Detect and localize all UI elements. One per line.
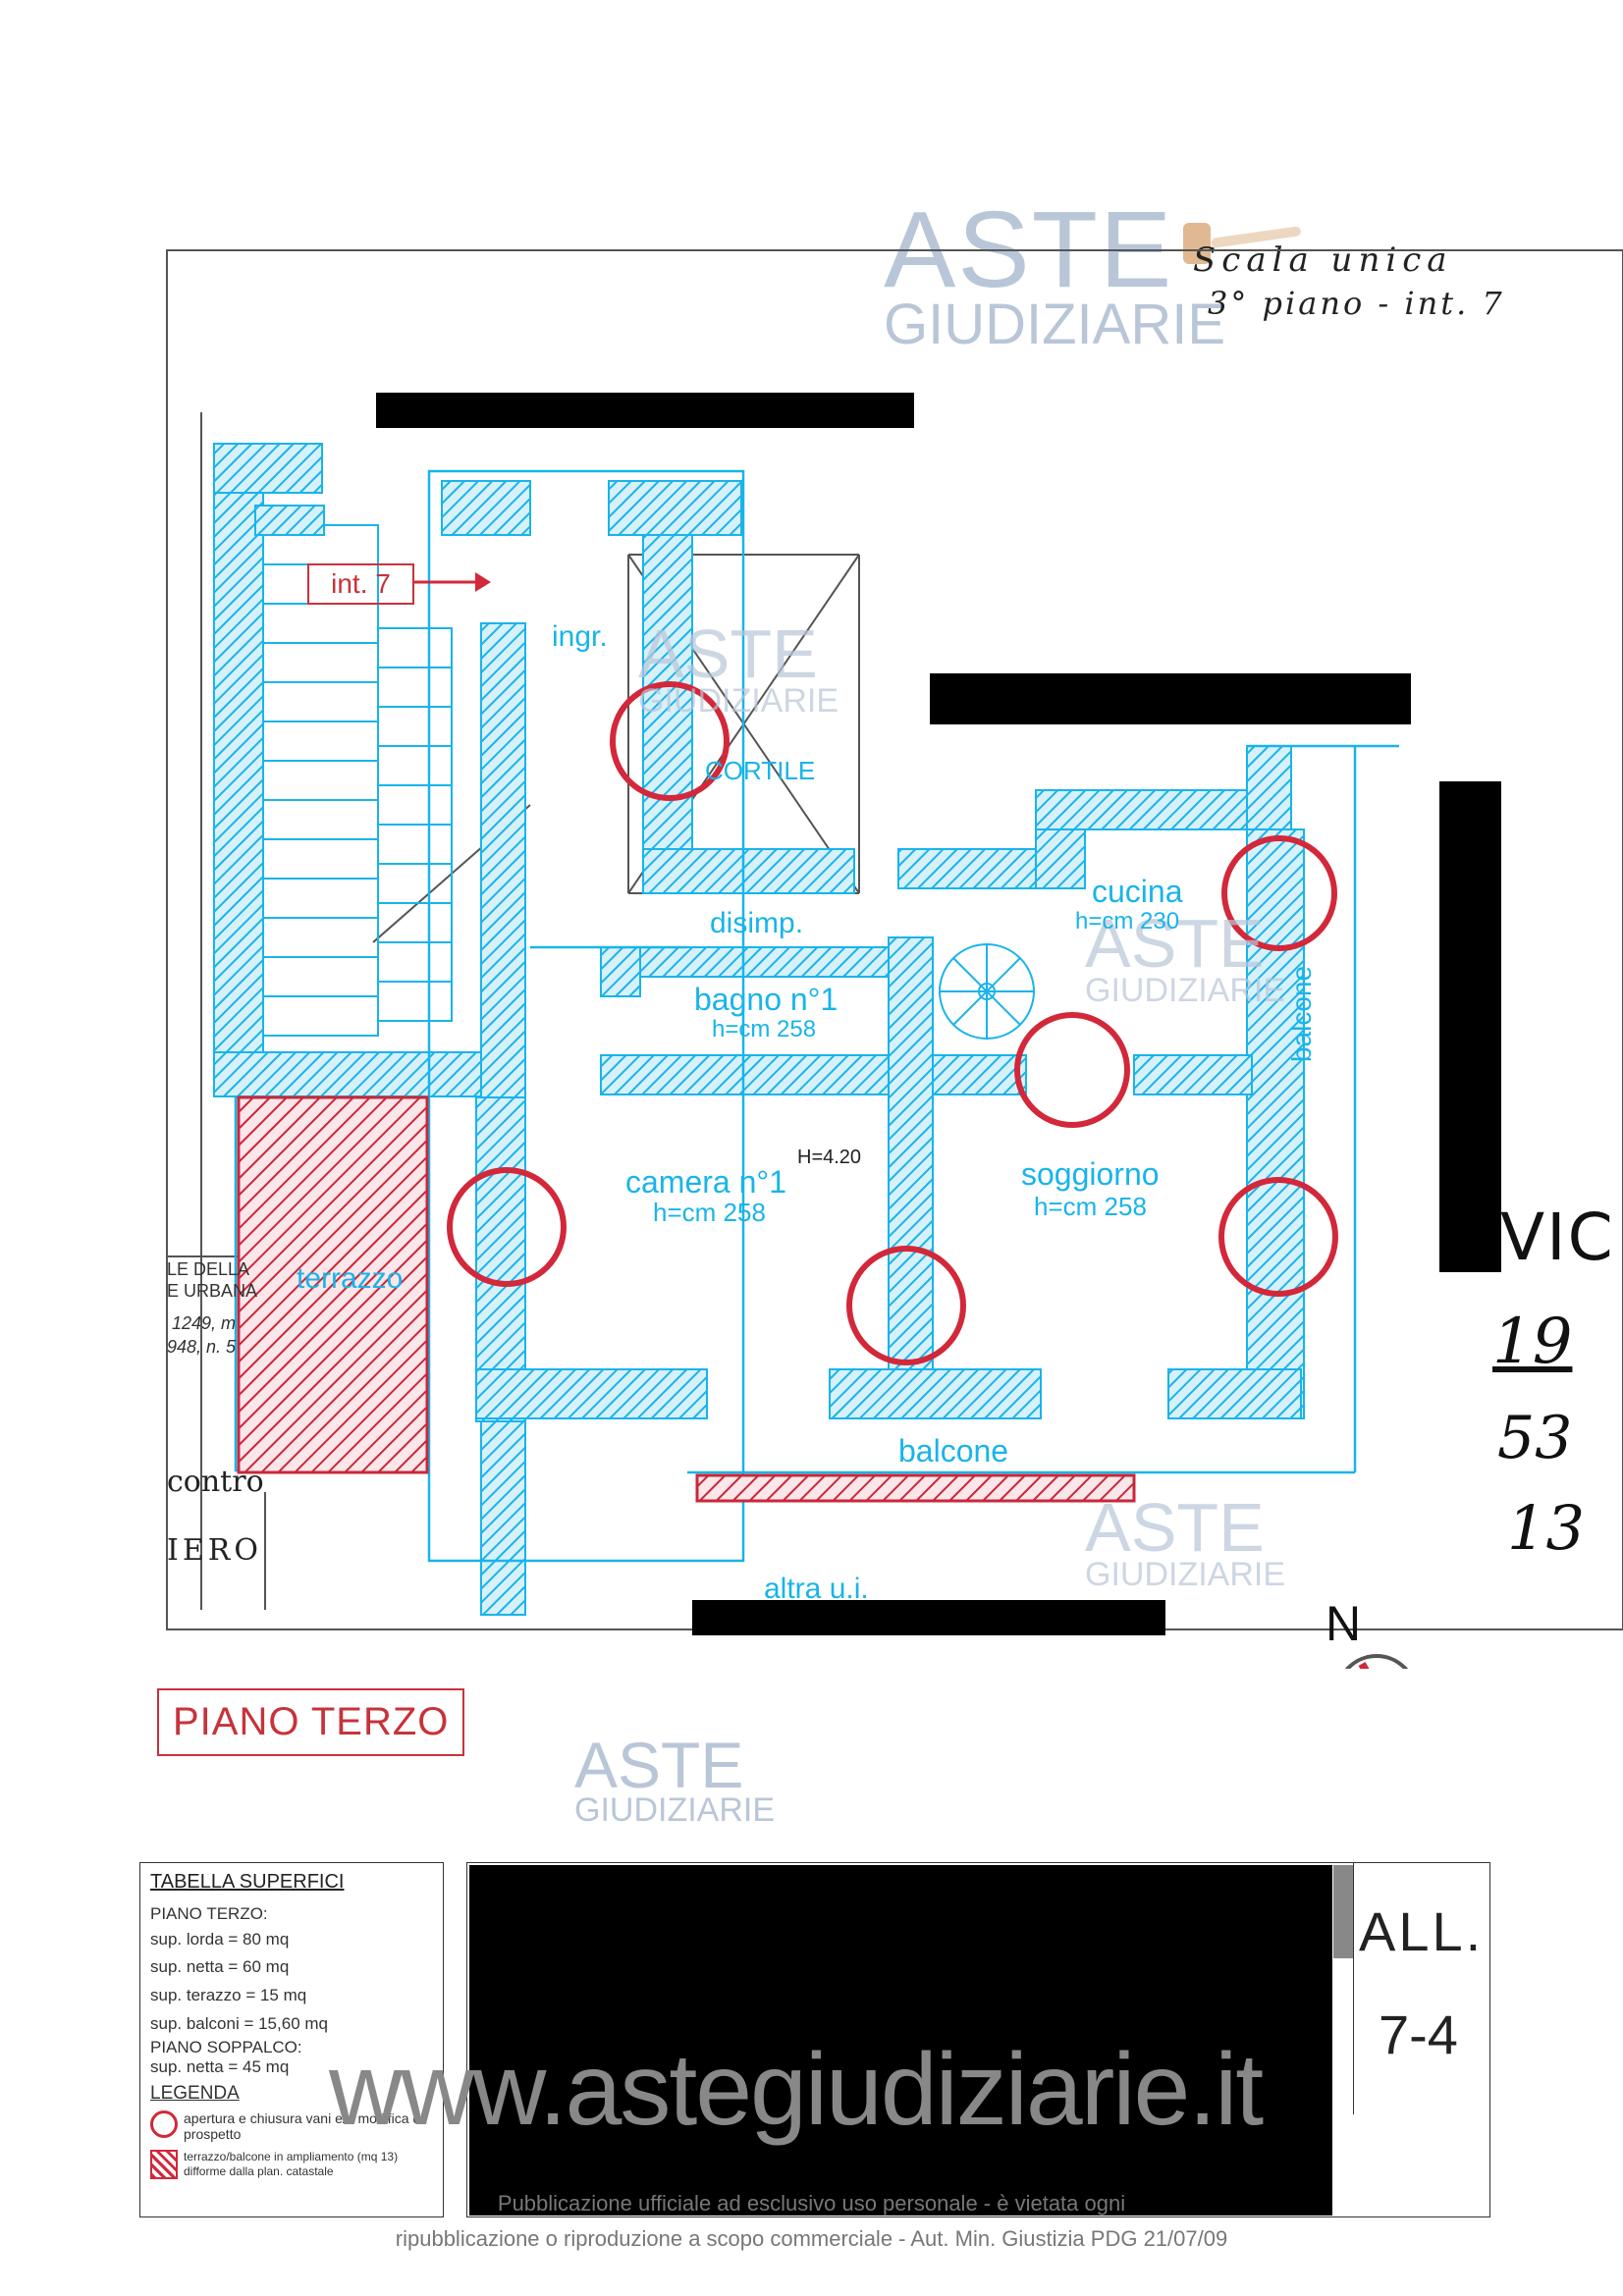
cucina-label: cucina — [1092, 874, 1183, 909]
old-text-3: 1249, m — [172, 1313, 237, 1333]
bagno-height-label: h=cm 258 — [712, 1016, 817, 1042]
red-circle-icon — [150, 2110, 178, 2138]
footer-line1: Pubblicazione ufficiale ad esclusivo uso… — [497, 2191, 1126, 2216]
ingr-label: ingr. — [552, 620, 608, 653]
watermark-mid-aste: ASTE — [574, 1729, 744, 1801]
aste-watermark-mid: ASTE GIUDIZIARIE — [574, 1733, 775, 1827]
handwritten-n2: 53 — [1497, 1404, 1573, 1472]
watermark-giudiziarie: GIUDIZIARIE — [884, 293, 1226, 356]
url-watermark: www.astegiudiziarie.it — [329, 2033, 1264, 2147]
iero-text: IERO — [167, 1533, 262, 1568]
soggiorno-label: soggiorno — [1021, 1156, 1160, 1192]
balcony-hatch — [695, 1473, 1136, 1503]
bagno-label: bagno n°1 — [694, 982, 839, 1017]
allegato-number: 7-4 — [1379, 2003, 1458, 2065]
table-row: sup. terazzo = 15 mq — [150, 1986, 307, 2004]
svg-text:GIUDIZIARIE: GIUDIZIARIE — [1085, 1556, 1285, 1593]
cucina-height-label: h=cm 230 — [1075, 908, 1180, 934]
terrazzo-hatch — [237, 1095, 429, 1474]
table-row: PIANO SOPPALCO: — [150, 2038, 302, 2056]
redaction-bar-mid — [930, 673, 1411, 724]
spiral-stair — [939, 943, 1035, 1040]
cortile-label: CORTILE — [705, 756, 816, 785]
soggiorno-height-label: h=cm 258 — [1034, 1192, 1147, 1221]
contro-text: contro — [167, 1465, 264, 1499]
legenda-title: LEGENDA — [150, 2083, 240, 2104]
legend-item-circle: apertura e chiusura vani e/o modifica di… — [150, 2110, 433, 2142]
svg-text:ASTE: ASTE — [1085, 905, 1265, 982]
compass-circle — [1344, 1654, 1409, 1669]
handwritten-vic: VIC — [1500, 1200, 1615, 1275]
table-row: sup. netta = 45 mq — [150, 2057, 290, 2076]
compass-north-label: N — [1325, 1596, 1362, 1651]
int7-label: int. 7 — [307, 563, 414, 605]
allegato-label: ALL. — [1359, 1900, 1485, 1962]
redaction-bar-top — [376, 393, 914, 428]
mod-circle-soggiorno-top — [1014, 1012, 1130, 1128]
allegato-divider — [1353, 1862, 1354, 2114]
legend-circle-text: apertura e chiusura vani e/o modifica di… — [184, 2110, 424, 2142]
mod-circle-camera-left — [447, 1167, 567, 1287]
title-block-redacted — [469, 1865, 1332, 2216]
handwritten-piano-int: 3° piano - int. 7 — [1208, 285, 1505, 322]
watermark-mid-giudiziarie: GIUDIZIARIE — [574, 1791, 776, 1829]
legend-hatch-text: terrazzo/balcone in ampliamento (mq 13) … — [184, 2150, 399, 2178]
svg-text:ASTE: ASTE — [1085, 1489, 1265, 1566]
disimp-label: disimp. — [710, 907, 804, 939]
balcone-side-label: balcone — [1286, 965, 1317, 1062]
mod-circle-cortile — [610, 681, 730, 801]
h-note-label: H=4.20 — [797, 1147, 862, 1168]
title-block-gray-strip — [1333, 1865, 1353, 1958]
mod-circle-cucina — [1221, 835, 1337, 951]
floor-plan: ASTE GIUDIZIARIE ASTE GIUDIZIARIE ASTE G… — [166, 249, 1623, 1669]
table-row: sup. lorda = 80 mq — [150, 1930, 290, 1949]
table-row: PIANO TERZO: — [150, 1904, 268, 1923]
tabella-superfici: TABELLA SUPERFICI PIANO TERZO: sup. lord… — [139, 1862, 444, 2217]
handwritten-n1: 19 — [1492, 1306, 1573, 1378]
svg-text:GIUDIZIARIE: GIUDIZIARIE — [638, 682, 839, 720]
redaction-bar-right — [1439, 781, 1501, 1272]
old-text-1: LE DELLA — [167, 1259, 250, 1279]
redaction-bar-bottom — [692, 1600, 1165, 1635]
altra-ui-label: altra u.i. — [764, 1573, 869, 1605]
handwritten-n3: 13 — [1507, 1492, 1585, 1564]
svg-text:GIUDIZIARIE: GIUDIZIARIE — [1085, 972, 1285, 1009]
legend-item-hatch: terrazzo/balcone in ampliamento (mq 13) … — [150, 2150, 433, 2179]
table-row: sup. netta = 60 mq — [150, 1957, 290, 1976]
old-text-2: E URBANA — [167, 1281, 258, 1301]
gavel-icon — [1183, 221, 1301, 264]
title-block-frame — [466, 1862, 1490, 2217]
camera-label: camera n°1 — [625, 1164, 786, 1200]
mod-circle-soggiorno-right — [1218, 1177, 1338, 1297]
table-row: sup. balconi = 15,60 mq — [150, 2014, 328, 2033]
balcone-bottom-label: balcone — [898, 1433, 1009, 1468]
footer-line2: ripubblicazione o riproduzione a scopo c… — [395, 2226, 1228, 2251]
mod-circle-center — [846, 1246, 966, 1365]
camera-height-label: h=cm 258 — [653, 1198, 766, 1227]
red-hatch-icon — [150, 2150, 178, 2179]
tabella-title: TABELLA SUPERFICI — [150, 1871, 345, 1893]
old-text-4: 948, n. 5 — [167, 1337, 237, 1357]
svg-text:ASTE: ASTE — [638, 615, 818, 692]
handwritten-scala: Scala unica — [1193, 240, 1453, 280]
terrazzo-label: terrazzo — [297, 1262, 404, 1295]
piano-terzo-title: PIANO TERZO — [157, 1688, 465, 1756]
